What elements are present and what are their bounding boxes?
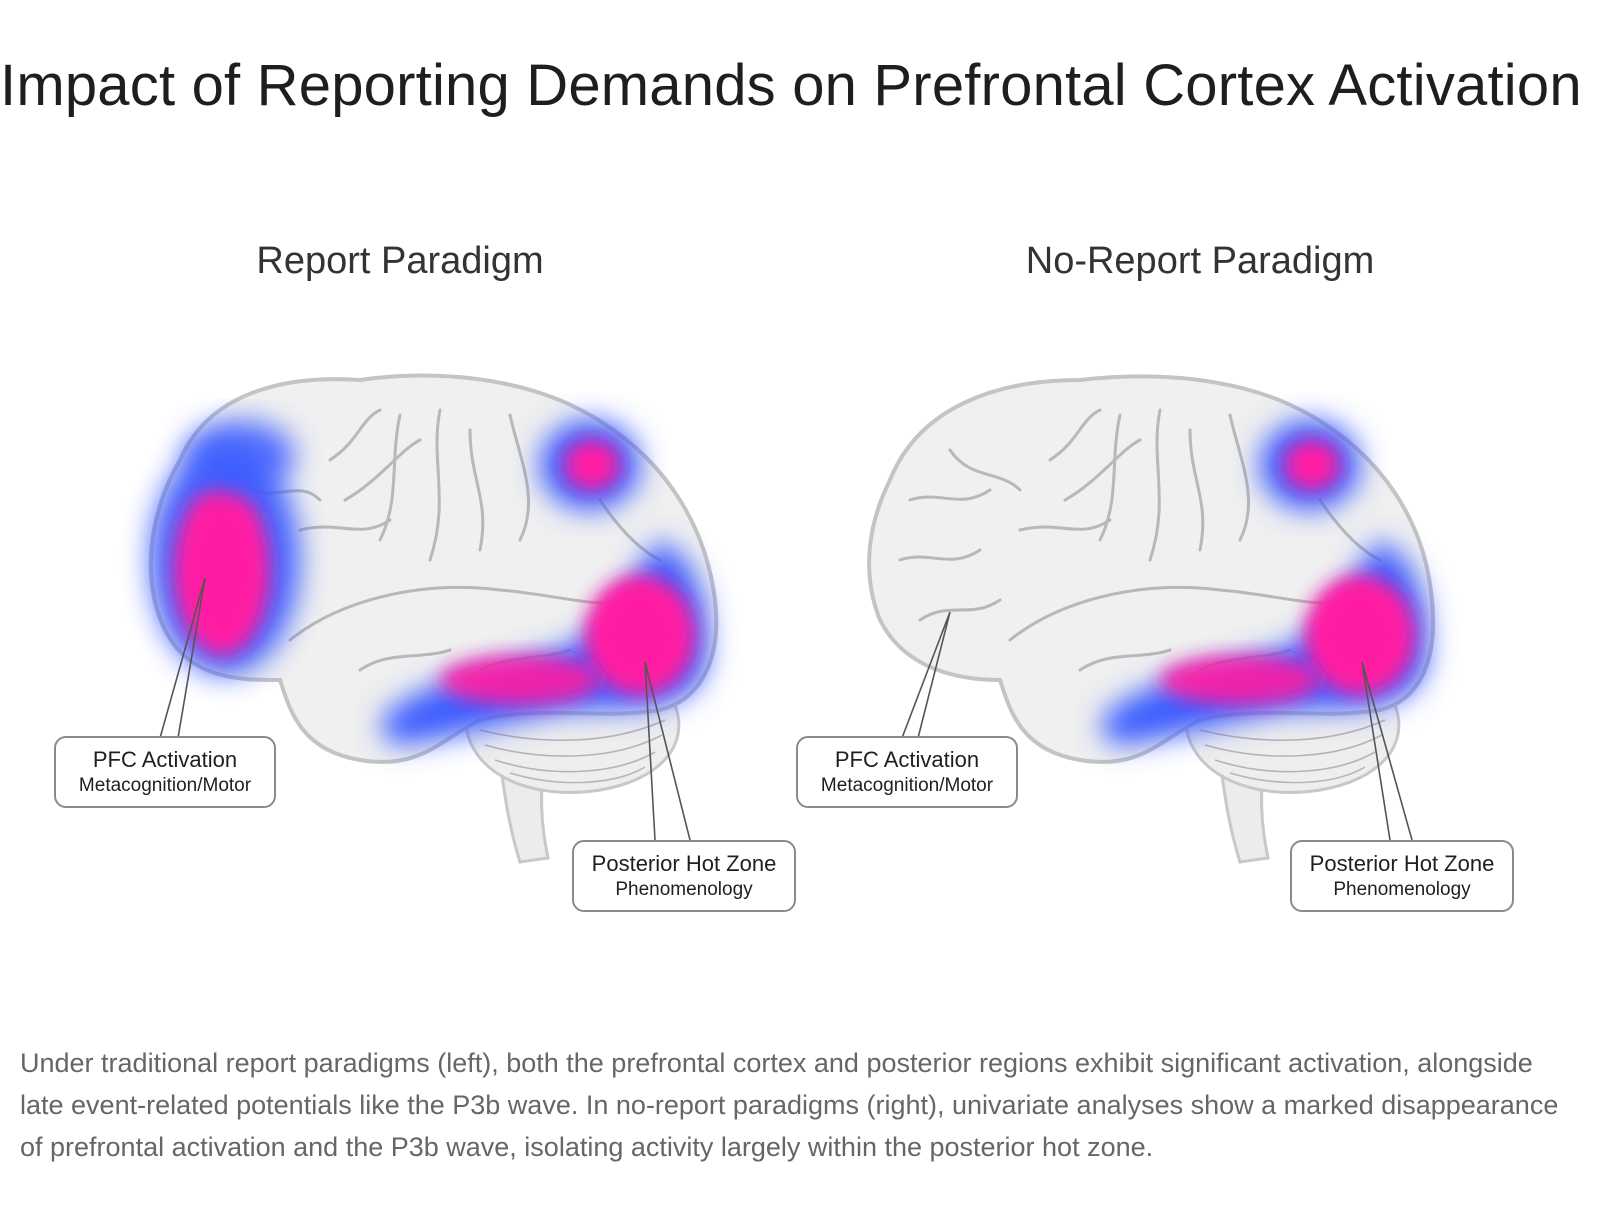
posterior-sublabel: Phenomenology — [615, 879, 753, 900]
posterior-callout: Posterior Hot Zone Phenomenology — [572, 840, 796, 912]
posterior-callout: Posterior Hot Zone Phenomenology — [1290, 840, 1514, 912]
report-paradigm-panel: Report Paradigm PFC Activation Metacogni… — [0, 200, 800, 980]
report-paradigm-title: Report Paradigm — [256, 240, 544, 282]
posterior-label: Posterior Hot Zone — [1309, 851, 1495, 876]
page-title: Impact of Reporting Demands on Prefronta… — [0, 53, 1582, 118]
pfc-sublabel: Metacognition/Motor — [78, 775, 252, 796]
figure-caption: Under traditional report paradigms (left… — [20, 1048, 1559, 1162]
no-report-paradigm-panel: No-Report Paradigm PFC Activation Metaco… — [796, 200, 1600, 980]
posterior-activation-region — [380, 540, 708, 745]
posterior-label: Posterior Hot Zone — [591, 851, 777, 876]
pfc-callout: PFC Activation Metacognition/Motor — [54, 736, 276, 808]
posterior-sublabel: Phenomenology — [1333, 879, 1471, 900]
pfc-sublabel: Metacognition/Motor — [820, 775, 994, 796]
brain-illustration-report — [148, 373, 719, 864]
posterior-activation-region — [1100, 540, 1428, 745]
pfc-activation-region — [150, 420, 300, 675]
brain-illustration-no-report — [867, 374, 1436, 864]
pfc-label: PFC Activation — [834, 747, 980, 772]
no-report-paradigm-title: No-Report Paradigm — [1025, 240, 1375, 282]
pfc-callout: PFC Activation Metacognition/Motor — [796, 736, 1018, 808]
pfc-label: PFC Activation — [92, 747, 238, 772]
